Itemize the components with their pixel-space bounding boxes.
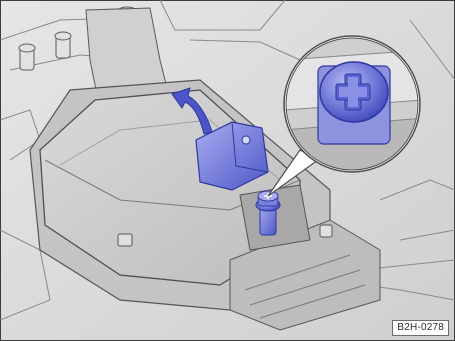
cover-clip-left: [118, 234, 132, 246]
figure-code-label: B2H-0278: [392, 320, 449, 336]
mounting-screw: [320, 225, 332, 237]
positive-terminal-icon: [256, 191, 280, 235]
